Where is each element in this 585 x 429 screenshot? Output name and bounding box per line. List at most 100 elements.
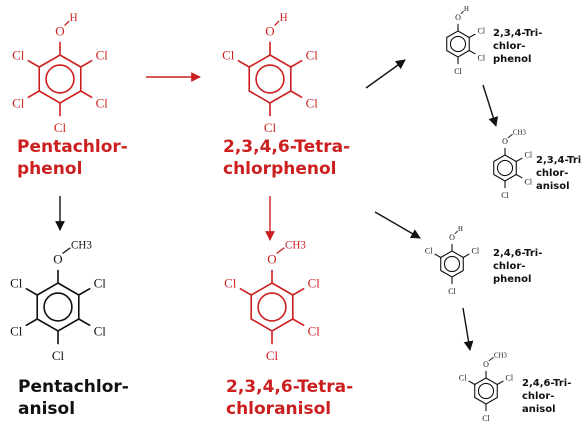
methyl-bond bbox=[488, 356, 494, 362]
chlorine-atom: Cl bbox=[94, 324, 107, 339]
chlorine-atom: Cl bbox=[12, 96, 25, 111]
hydrogen-atom: H bbox=[280, 12, 288, 24]
chlorine-atom-bond bbox=[468, 380, 476, 385]
reaction-arrow-tcp246-to-tca246 bbox=[462, 307, 474, 351]
oxygen-atom: O bbox=[483, 360, 489, 369]
chlorine-atom-bond bbox=[78, 287, 91, 296]
oh-bond bbox=[454, 230, 458, 235]
compound-name-line: chlor- bbox=[493, 41, 525, 52]
aromatic-circle bbox=[257, 292, 287, 322]
oxygen-atom: O bbox=[455, 13, 461, 22]
oh-bond bbox=[274, 20, 280, 27]
chlorine-atom: Cl bbox=[306, 96, 319, 111]
chlorine-atom: Cl bbox=[448, 287, 456, 296]
chlorine-atom-bond bbox=[434, 253, 442, 258]
compound-name-line: chlor- bbox=[536, 168, 568, 179]
chlorine-atom: Cl bbox=[308, 324, 321, 339]
chlorine-atom: Cl bbox=[10, 275, 23, 290]
compound-name-line: 2,3,4-Tri bbox=[536, 155, 581, 166]
chlorine-atom: Cl bbox=[482, 414, 490, 423]
chlorine-atom: Cl bbox=[224, 275, 237, 290]
compound-name: 2,3,4-Tri chlor-anisol bbox=[536, 155, 581, 192]
aromatic-circle bbox=[45, 64, 75, 94]
chlorine-atom: Cl bbox=[478, 26, 486, 35]
compound-name: 2,4,6-Tri-chlor-phenol bbox=[493, 248, 542, 285]
oh-bond bbox=[64, 20, 70, 27]
oxygen-atom: O bbox=[53, 251, 62, 266]
chlorine-atom: Cl bbox=[96, 47, 109, 62]
aromatic-circle bbox=[43, 292, 73, 322]
compound-name-line: anisol bbox=[18, 399, 75, 419]
aromatic-circle bbox=[477, 382, 495, 400]
compound-name-line: phenol bbox=[493, 54, 531, 65]
chlorine-atom-bond bbox=[80, 90, 93, 99]
chlorine-atom-bond bbox=[468, 50, 476, 55]
compound-name: 2,4,6-Tri-chlor-anisol bbox=[522, 378, 571, 415]
chlorine-atom: Cl bbox=[264, 120, 277, 135]
chlorine-atom-bond bbox=[27, 59, 40, 68]
chlorine-atom: Cl bbox=[52, 348, 65, 363]
compound-name-line: 2,4,6-Tri- bbox=[493, 248, 542, 259]
chlorine-atom: Cl bbox=[222, 47, 235, 62]
hydrogen-atom: H bbox=[458, 226, 463, 233]
aromatic-circle bbox=[443, 255, 461, 273]
oxygen-atom: O bbox=[55, 23, 64, 38]
chlorine-atom-bond bbox=[27, 90, 40, 99]
hydrogen-atom: H bbox=[70, 12, 78, 24]
chlorine-atom-bond bbox=[515, 157, 523, 162]
chlorine-atom-bond bbox=[80, 59, 93, 68]
compound-name-line: phenol bbox=[17, 159, 82, 179]
chlorine-atom-bond bbox=[290, 90, 303, 99]
chlorine-atom-bond bbox=[496, 380, 504, 385]
compound-name-line: Pentachlor- bbox=[17, 137, 128, 157]
chlorine-atom-bond bbox=[237, 59, 250, 68]
chlorine-atom: Cl bbox=[506, 373, 514, 382]
methyl-bond bbox=[276, 247, 285, 255]
compound-name-line: 2,4,6-Tri- bbox=[522, 378, 571, 389]
chlorine-atom: Cl bbox=[308, 275, 321, 290]
methyl-bond bbox=[62, 247, 71, 255]
compound-name-line: chloranisol bbox=[226, 399, 331, 419]
chlorine-atom: Cl bbox=[459, 373, 467, 382]
methyl-bond bbox=[507, 133, 513, 139]
chlorine-atom-bond bbox=[515, 174, 523, 179]
oxygen-atom: O bbox=[502, 137, 508, 146]
compound-name-line: chlorphenol bbox=[223, 159, 336, 179]
chlorine-atom-bond bbox=[290, 59, 303, 68]
chlorine-atom-bond bbox=[468, 33, 476, 38]
oh-bond bbox=[460, 10, 464, 15]
chlorine-atom: Cl bbox=[472, 246, 480, 255]
compound-name-line: chlor- bbox=[522, 391, 554, 402]
compound-name: Pentachlor-anisol bbox=[18, 377, 129, 419]
methyl-group: CH3 bbox=[513, 130, 526, 137]
compound-name: 2,3,4,6-Tetra-chloranisol bbox=[226, 377, 353, 419]
chlorine-atom-bond bbox=[292, 287, 305, 296]
compound-name-line: phenol bbox=[493, 274, 531, 285]
compound-name-line: anisol bbox=[536, 181, 570, 192]
chlorine-atom: Cl bbox=[525, 177, 533, 186]
chlorine-atom: Cl bbox=[12, 47, 25, 62]
chlorine-atom: Cl bbox=[10, 324, 23, 339]
reaction-arrow-tecp-to-tcp246 bbox=[374, 211, 421, 239]
compound-name: 2,3,4,6-Tetra-chlorphenol bbox=[223, 137, 350, 179]
aromatic-circle bbox=[255, 64, 285, 94]
oxygen-atom: O bbox=[449, 233, 455, 242]
chlorine-atom: Cl bbox=[96, 96, 109, 111]
chlorine-atom: Cl bbox=[525, 150, 533, 159]
hydrogen-atom: H bbox=[464, 6, 469, 13]
chlorine-atom: Cl bbox=[425, 246, 433, 255]
methyl-group: CH3 bbox=[285, 239, 306, 251]
compound-name-line: 2,3,4-Tri- bbox=[493, 28, 542, 39]
oxygen-atom: O bbox=[267, 251, 276, 266]
reaction-arrow-tcp234-to-tca234 bbox=[482, 84, 499, 127]
reaction-arrow-tecp-to-tcp234 bbox=[365, 59, 406, 89]
compound-name-line: chlor- bbox=[493, 261, 525, 272]
chlorine-atom-bond bbox=[239, 287, 252, 296]
